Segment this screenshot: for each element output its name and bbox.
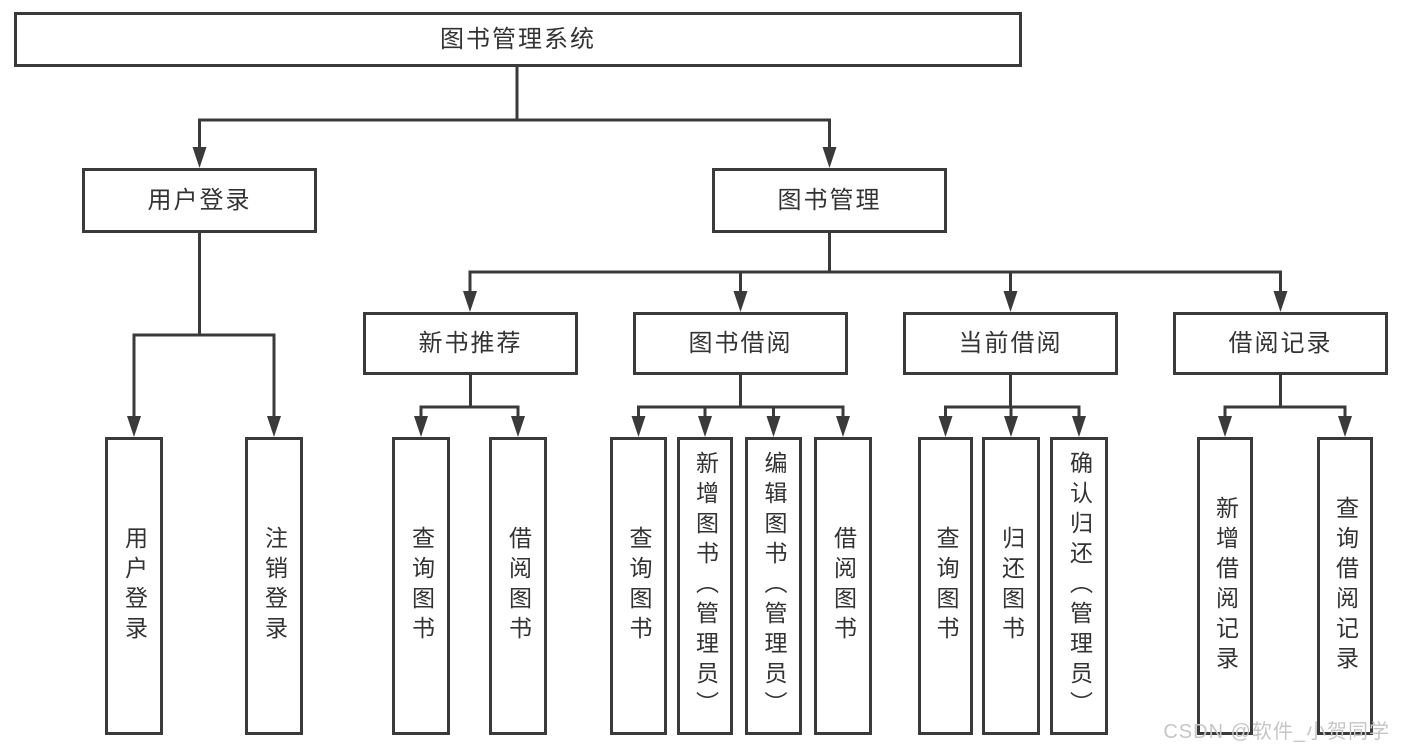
node-user-login-label: 用户登录: [147, 186, 252, 214]
node-book-borrow-label: 图书借阅: [688, 329, 793, 357]
node-new-book-recommend: 新书推荐: [363, 312, 578, 375]
connector-userlogin-to-leaves: [127, 233, 281, 437]
leaf-query-books-recommend: 查询图书: [392, 437, 450, 735]
arrow-icon: [463, 291, 477, 312]
leaf-borrow-books-label: 借阅图书: [830, 526, 857, 646]
arrow-icon: [414, 416, 428, 437]
leaf-query-books-current-label: 查询图书: [933, 526, 959, 646]
leaf-query-borrow-record: 查询借阅记录: [1317, 437, 1373, 735]
leaf-return-book: 归还图书: [982, 437, 1040, 735]
node-root-label: 图书管理系统: [440, 25, 596, 53]
node-borrow-records: 借阅记录: [1173, 312, 1388, 375]
leaf-confirm-return-admin-label: 确认归还（管理员）: [1066, 451, 1093, 721]
node-borrow-records-label: 借阅记录: [1228, 329, 1333, 357]
connector-bookborrow-to-leaves: [631, 375, 850, 437]
leaf-logout-label: 注销登录: [261, 526, 288, 646]
leaf-add-book-admin-label: 新增图书（管理员）: [692, 451, 719, 721]
node-user-login: 用户登录: [82, 168, 317, 233]
leaf-edit-book-admin: 编辑图书（管理员）: [745, 437, 802, 735]
arrow-icon: [127, 416, 141, 437]
arrow-icon: [1072, 416, 1086, 437]
connector-bookmgmt-to-level3: [463, 233, 1288, 312]
leaf-borrow-books: 借阅图书: [814, 437, 872, 735]
arrow-icon: [1218, 416, 1232, 437]
leaf-user-login-label: 用户登录: [121, 526, 148, 646]
leaf-query-books-borrow: 查询图书: [610, 437, 667, 735]
leaf-add-book-admin: 新增图书（管理员）: [677, 437, 733, 735]
arrow-icon: [511, 416, 525, 437]
leaf-borrow-books-recommend: 借阅图书: [489, 437, 547, 735]
arrow-icon: [698, 416, 712, 437]
leaf-borrow-books-recommend-label: 借阅图书: [505, 526, 532, 646]
node-book-management: 图书管理: [712, 168, 947, 233]
arrow-icon: [631, 416, 646, 437]
arrow-icon: [192, 147, 207, 168]
node-new-book-recommend-label: 新书推荐: [418, 329, 523, 357]
leaf-confirm-return-admin: 确认归还（管理员）: [1050, 437, 1108, 735]
arrow-icon: [1273, 291, 1288, 312]
connector-currentborrow-to-leaves: [938, 375, 1086, 437]
connector-root-to-level2: [192, 67, 837, 168]
arrow-icon: [267, 416, 281, 437]
leaf-edit-book-admin-label: 编辑图书（管理员）: [761, 451, 787, 721]
leaf-logout: 注销登录: [245, 437, 303, 735]
arrow-icon: [1004, 416, 1018, 437]
arrow-icon: [938, 416, 953, 437]
leaf-add-borrow-record: 新增借阅记录: [1197, 437, 1253, 735]
leaf-query-books-borrow-label: 查询图书: [626, 526, 652, 646]
node-current-borrow-label: 当前借阅: [958, 329, 1063, 357]
leaf-query-borrow-record-label: 查询借阅记录: [1332, 496, 1359, 676]
connector-borrowrecords-to-leaves: [1218, 375, 1352, 437]
node-current-borrow: 当前借阅: [903, 312, 1118, 375]
leaf-user-login: 用户登录: [105, 437, 163, 735]
connector-newbook-to-leaves: [414, 375, 525, 437]
arrow-icon: [836, 416, 850, 437]
arrow-icon: [733, 291, 748, 312]
leaf-add-borrow-record-label: 新增借阅记录: [1212, 496, 1239, 676]
node-book-management-label: 图书管理: [777, 186, 882, 214]
node-root: 图书管理系统: [14, 12, 1022, 67]
arrow-icon: [822, 147, 837, 168]
csdn-watermark: CSDN @软件_小贺同学: [1163, 721, 1390, 743]
arrow-icon: [1338, 416, 1352, 437]
leaf-query-books-current: 查询图书: [918, 437, 973, 735]
leaf-return-book-label: 归还图书: [998, 526, 1025, 646]
arrow-icon: [766, 416, 781, 437]
arrow-icon: [1003, 291, 1018, 312]
leaf-query-books-recommend-label: 查询图书: [408, 526, 435, 646]
node-book-borrow: 图书借阅: [633, 312, 848, 375]
